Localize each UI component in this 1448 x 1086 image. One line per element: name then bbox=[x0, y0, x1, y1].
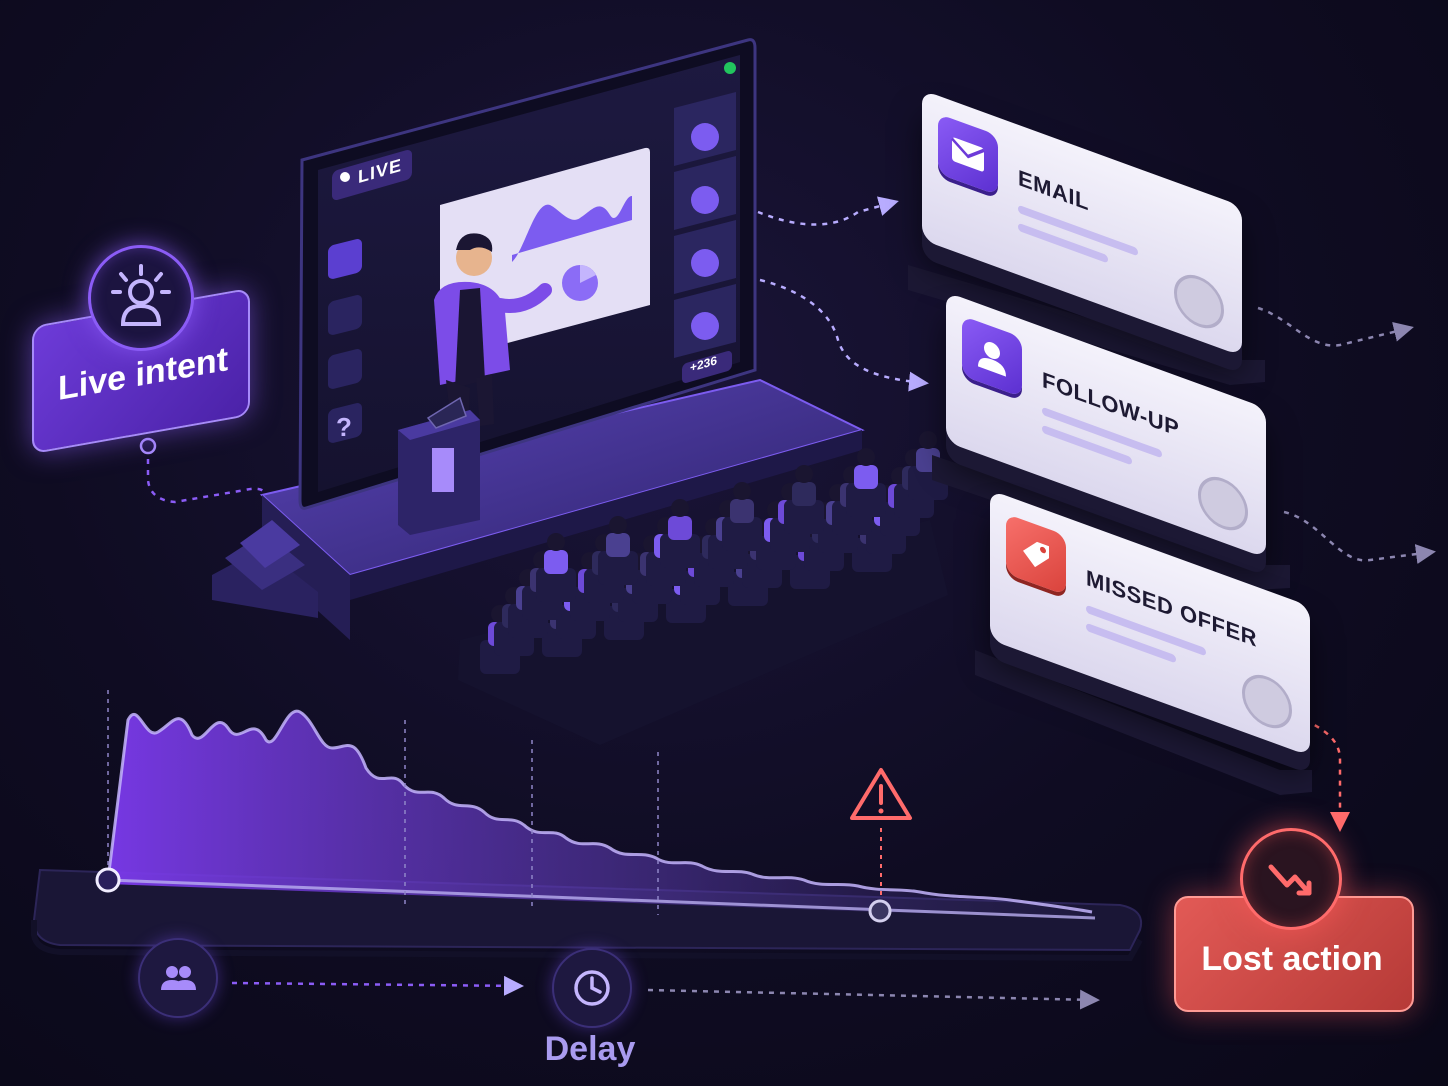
user-icon bbox=[962, 315, 1022, 398]
audience-seat bbox=[722, 517, 762, 551]
clock-icon bbox=[552, 948, 632, 1028]
audience-member-head bbox=[671, 499, 689, 517]
connector-missed-offer-out bbox=[1304, 718, 1350, 832]
audience-member bbox=[606, 533, 630, 557]
live-dot bbox=[340, 172, 350, 182]
engagement-area bbox=[108, 711, 1092, 918]
connector-email-out bbox=[1257, 306, 1414, 347]
audience-seat bbox=[846, 483, 886, 517]
presenter-signal-icon bbox=[88, 245, 194, 351]
timeline-start-node bbox=[95, 867, 121, 893]
trend-down-icon bbox=[1240, 828, 1342, 930]
follow-up-card-base bbox=[932, 455, 1290, 590]
connector-email bbox=[757, 196, 899, 226]
email-card: EMAIL bbox=[922, 89, 1242, 357]
connector-follow-up-out bbox=[1283, 510, 1436, 564]
clock-icon bbox=[1174, 267, 1224, 336]
audience-member bbox=[854, 465, 878, 489]
warning-triangle-icon bbox=[850, 768, 912, 900]
audience-seat bbox=[660, 534, 700, 568]
presentation-screen: ? bbox=[298, 38, 757, 510]
status-dot bbox=[724, 62, 736, 74]
audience-member-head bbox=[919, 431, 937, 449]
audience-member bbox=[668, 516, 692, 540]
envelope-icon bbox=[938, 113, 998, 196]
audience-member-head bbox=[547, 533, 565, 551]
audience-member bbox=[730, 499, 754, 523]
lost-action-label: Lost action bbox=[1201, 940, 1383, 978]
audience-member-head bbox=[609, 516, 627, 534]
clock-icon bbox=[1198, 469, 1248, 538]
audience-member bbox=[544, 550, 568, 574]
group-icon bbox=[138, 938, 218, 1018]
tag-icon bbox=[1006, 513, 1066, 596]
audience-seats bbox=[480, 431, 948, 674]
missed-offer-card-base bbox=[975, 650, 1312, 795]
audience-member-head bbox=[795, 465, 813, 483]
live-intent-node: Live intent bbox=[30, 225, 260, 475]
email-card-base bbox=[908, 265, 1265, 385]
presenter bbox=[434, 233, 552, 430]
flow-arrow-from-delay bbox=[647, 988, 1100, 1010]
connector-follow-up bbox=[759, 278, 929, 392]
timeline-drop-node bbox=[868, 899, 892, 923]
audience-member-head bbox=[857, 448, 875, 466]
missed-offer-card: MISSED OFFER bbox=[990, 489, 1310, 757]
flow-arrow-to-delay bbox=[231, 975, 524, 996]
audience-member-head bbox=[733, 482, 751, 500]
audience-member bbox=[792, 482, 816, 506]
timeline-baseline bbox=[107, 878, 1096, 920]
svg-text:?: ? bbox=[336, 412, 352, 442]
audience-seat bbox=[536, 568, 576, 602]
delay-label: Delay bbox=[544, 1030, 636, 1068]
engagement-decay-chart bbox=[95, 690, 1096, 923]
follow-up-card: FOLLOW-UP bbox=[946, 291, 1266, 559]
audience-seat bbox=[598, 551, 638, 585]
podium bbox=[398, 396, 480, 535]
audience-seat bbox=[784, 500, 824, 534]
engagement-line bbox=[106, 709, 1093, 914]
clock-icon bbox=[1242, 667, 1292, 736]
intent-connector bbox=[146, 448, 268, 504]
